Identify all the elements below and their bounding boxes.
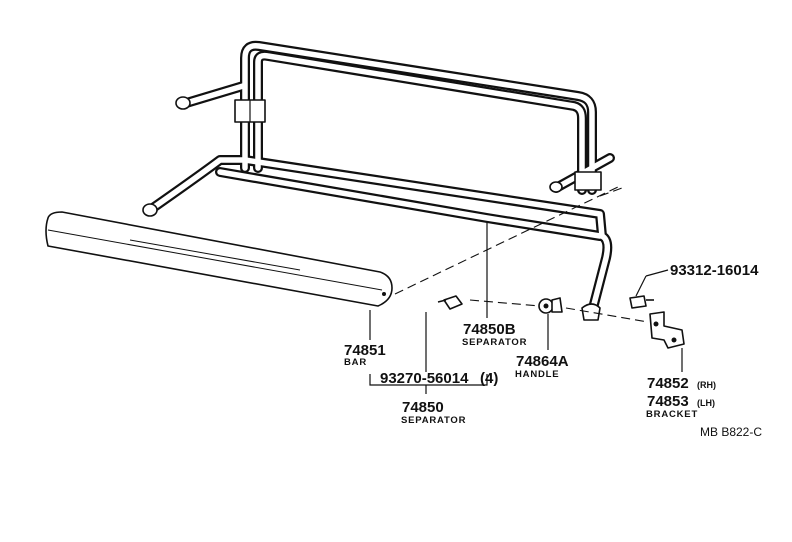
screw-left-part [437,295,463,310]
bracket-rh-number: 74852 [647,375,689,392]
bracket-lh-side: (LH) [697,398,715,408]
separator-sub-number: 74850B [463,321,516,338]
separator-assy-number: 74850 [402,399,444,416]
separator-frame [142,40,615,321]
bracket-lh-number: 74853 [647,393,689,410]
labels: 74851 BAR 74850B SEPARATOR 74864A HANDLE… [344,262,762,439]
screw-left-number: 93270-56014 [380,370,469,387]
leader-lines [369,222,683,394]
bracket-name: BRACKET [646,409,698,420]
bar-number: 74851 [344,342,386,359]
screw-right-number: 93312-16014 [670,262,759,279]
handle-part [538,297,563,314]
diagram-id: MB B822-C [700,425,762,439]
handle-number: 74864A [516,353,569,370]
screw-right-part [629,295,654,309]
bracket-rh-side: (RH) [697,380,716,390]
assembly-dash-lines [394,185,649,323]
handle-name: HANDLE [515,369,559,380]
screw-left-qty: (4) [480,370,498,387]
bar-part [45,211,393,307]
bracket-part [649,311,685,349]
separator-sub-name: SEPARATOR [462,337,527,348]
separator-assy-name: SEPARATOR [401,415,466,426]
bar-name: BAR [344,357,367,368]
